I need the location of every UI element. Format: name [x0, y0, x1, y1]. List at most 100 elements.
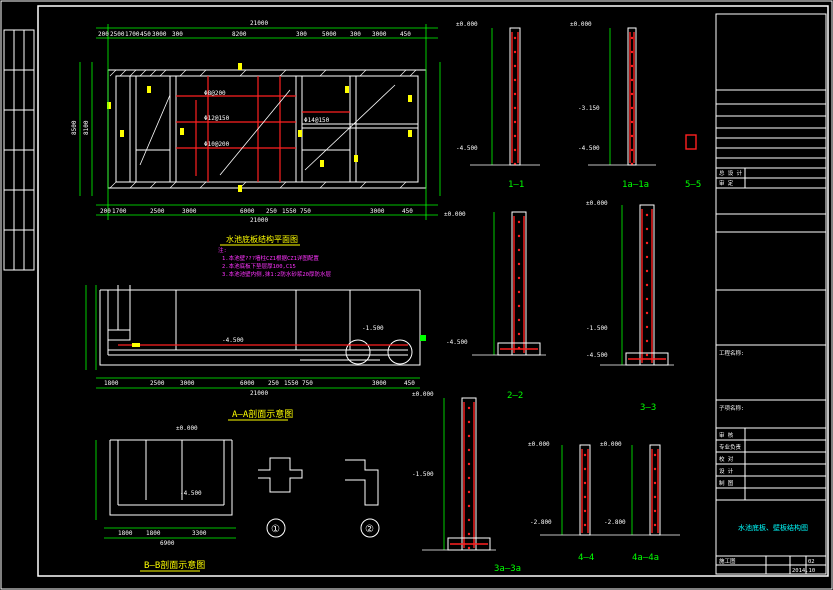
- level-labels: ±0.000 ±0.000 -4.500 -3.150 -4.500 ±0.00…: [412, 21, 626, 526]
- rebar-dot: [583, 495, 587, 499]
- rebar-dot: [513, 78, 517, 82]
- svg-text:±0.000: ±0.000: [412, 391, 434, 398]
- rebar-dot: [653, 453, 657, 457]
- svg-text:450: 450: [140, 31, 151, 38]
- svg-text:4—4: 4—4: [578, 553, 594, 563]
- svg-text:-1.500: -1.500: [586, 325, 608, 332]
- footing-outline: [625, 352, 669, 366]
- svg-text:Φ8@200: Φ8@200: [204, 90, 226, 97]
- svg-text:Φ14@150: Φ14@150: [304, 117, 330, 124]
- svg-text:3a—3a: 3a—3a: [494, 564, 521, 574]
- rebar-dot: [517, 318, 521, 322]
- plan-overall-dim: 21000: [250, 20, 268, 27]
- rebar-dot: [467, 504, 471, 508]
- rebar-dot: [513, 120, 517, 124]
- svg-text:450: 450: [402, 208, 413, 215]
- svg-text:21000: 21000: [250, 217, 268, 224]
- rebar-dot: [653, 481, 657, 485]
- rebar-dot: [645, 255, 649, 259]
- svg-text:设 计: 设 计: [719, 467, 734, 475]
- svg-text:审 定: 审 定: [719, 179, 734, 187]
- svg-text:±0.000: ±0.000: [586, 200, 608, 207]
- rebar-dot: [467, 462, 471, 466]
- rebar-dot: [513, 134, 517, 138]
- svg-text:-4.500: -4.500: [456, 145, 478, 152]
- drawing-name: 水池底板、壁板结构图: [738, 523, 808, 532]
- svg-text:750: 750: [300, 208, 311, 215]
- svg-text:审 核: 审 核: [719, 431, 734, 439]
- rebar-dot: [467, 490, 471, 494]
- svg-text:制 图: 制 图: [719, 479, 734, 487]
- section-aa-title: A—A剖面示意图: [232, 408, 293, 420]
- section-aa: [99, 285, 421, 366]
- svg-text:2500: 2500: [150, 380, 165, 387]
- rebar-dot: [645, 339, 649, 343]
- svg-text:注:: 注:: [218, 246, 227, 254]
- svg-text:-4.500: -4.500: [222, 337, 244, 344]
- svg-text:-4.500: -4.500: [446, 339, 468, 346]
- rebar-dot: [517, 220, 521, 224]
- svg-text:1550: 1550: [282, 208, 297, 215]
- rebar-dot: [583, 523, 587, 527]
- rebar-dot: [467, 448, 471, 452]
- section-bb-title: B—B剖面示意图: [144, 559, 205, 571]
- plan-title: 水池底板结构平面图: [226, 234, 298, 244]
- rebar-dot: [467, 532, 471, 536]
- svg-text:-1.500: -1.500: [362, 325, 384, 332]
- svg-text:-4.500: -4.500: [180, 490, 202, 497]
- svg-text:250: 250: [266, 208, 277, 215]
- rebar-dot: [630, 120, 634, 124]
- svg-text:3000: 3000: [182, 208, 197, 215]
- svg-text:2500: 2500: [110, 31, 125, 38]
- rebar-dot: [467, 406, 471, 410]
- svg-text:±0.000: ±0.000: [456, 21, 478, 28]
- svg-text:1800: 1800: [118, 530, 133, 537]
- rebar-dot: [630, 78, 634, 82]
- svg-text:1—1: 1—1: [508, 180, 524, 190]
- plan-dim-labels: 21000 200 2500 1700 450 3000 300 8200 30…: [71, 20, 413, 224]
- rebar-dot: [467, 420, 471, 424]
- section-labels: 1—1 1a—1a 5—5 2—2 3—3 3a—3a 4—4 4a—4a: [494, 180, 701, 574]
- detail-2: [345, 459, 380, 538]
- title-block: [715, 13, 827, 575]
- detail-1-label: ①: [271, 524, 280, 535]
- rebar-dot: [513, 106, 517, 110]
- rebar-dot: [513, 148, 517, 152]
- rebar-dot: [517, 304, 521, 308]
- svg-text:校 对: 校 对: [719, 455, 734, 463]
- svg-text:1800: 1800: [104, 380, 119, 387]
- svg-text:5000: 5000: [322, 31, 337, 38]
- svg-text:3.本池池壁内侧,抹1:2防水砂浆20厚防水层: 3.本池池壁内侧,抹1:2防水砂浆20厚防水层: [222, 270, 331, 278]
- drawing-date: 2014.10: [792, 568, 815, 574]
- svg-text:300: 300: [172, 31, 183, 38]
- inner-frame: [37, 5, 829, 577]
- rebar-dot: [630, 106, 634, 110]
- rebar-dot: [630, 50, 634, 54]
- svg-text:2500: 2500: [150, 208, 165, 215]
- svg-text:200: 200: [100, 208, 111, 215]
- plan-view: [79, 24, 441, 220]
- svg-text:±0.000: ±0.000: [600, 441, 622, 448]
- drawing-number: 02: [808, 559, 815, 565]
- svg-text:8200: 8200: [232, 31, 247, 38]
- svg-text:1a—1a: 1a—1a: [622, 180, 649, 190]
- svg-text:±0.000: ±0.000: [444, 211, 466, 218]
- rebar-dot: [583, 481, 587, 485]
- svg-text:-1.500: -1.500: [412, 471, 434, 478]
- rebar-dot: [630, 36, 634, 40]
- rebar-dot: [583, 509, 587, 513]
- rebar-dot: [653, 467, 657, 471]
- rebar-dot: [645, 269, 649, 273]
- svg-text:1700: 1700: [112, 208, 127, 215]
- rebar-dot: [467, 434, 471, 438]
- svg-text:±0.000: ±0.000: [570, 21, 592, 28]
- svg-text:±0.000: ±0.000: [528, 441, 550, 448]
- svg-text:200: 200: [98, 31, 109, 38]
- rebar-dot: [513, 50, 517, 54]
- detail-1: [258, 457, 303, 538]
- rebar-dot: [653, 509, 657, 513]
- wall-section-outline: [627, 27, 637, 166]
- rebar-dot: [645, 213, 649, 217]
- svg-text:-2.800: -2.800: [530, 519, 552, 526]
